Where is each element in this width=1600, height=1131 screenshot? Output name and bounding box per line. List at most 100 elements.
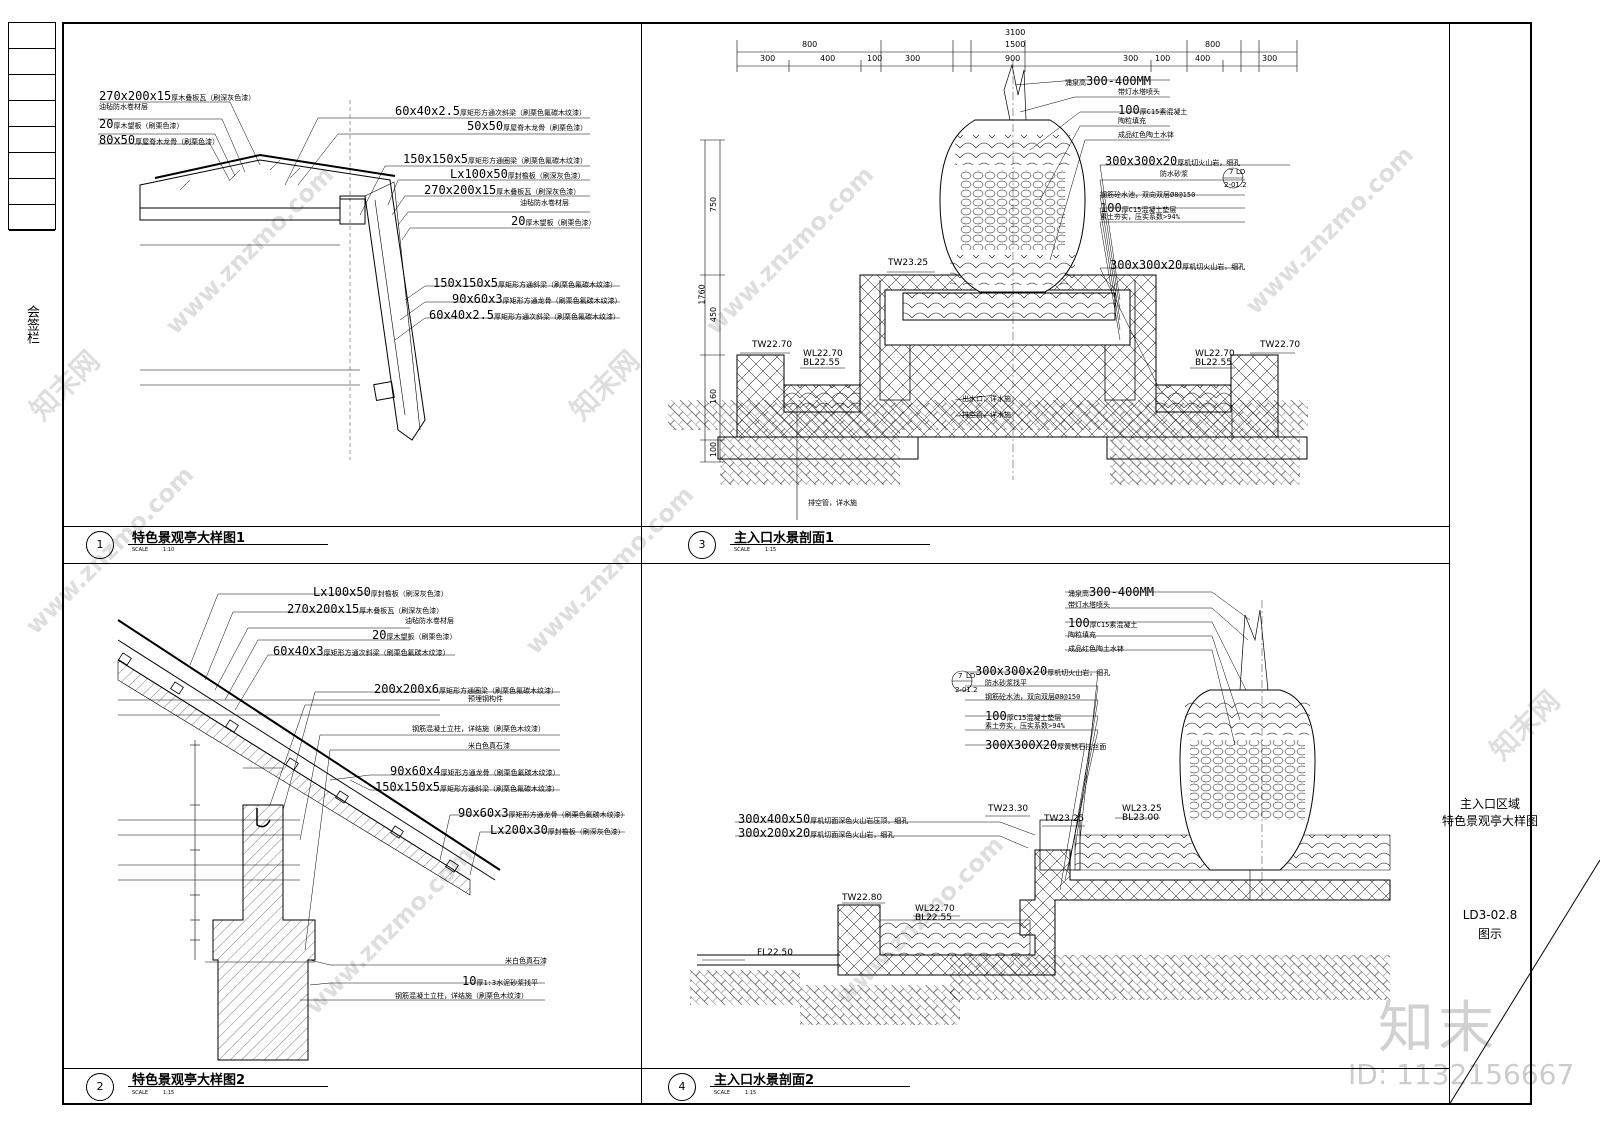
level-mark: TW22.70 <box>752 340 793 350</box>
panel-number: 1 <box>86 531 114 559</box>
annotation: 涌泉高300-400MM <box>1068 585 1155 599</box>
annotation: 80x50厚屋脊木龙骨（刷栗色漆） <box>99 133 220 147</box>
annotation: 100厚C15混凝土垫层 <box>985 709 1062 723</box>
drawing-number: LD3-02.8 <box>1462 908 1518 922</box>
annotation: 300x300x20厚机切火山岩，细孔 <box>1105 154 1241 168</box>
scale-label: SCALE <box>132 1090 149 1096</box>
sidebar-label: 会签栏 <box>24 305 39 344</box>
annotation: 成品红色陶土水钵 <box>1068 645 1124 653</box>
title-underline <box>128 544 328 545</box>
annotation: 钢筋砼水池，双向双层Ø8@150 <box>985 693 1081 701</box>
annotation: 300x300x20厚机切火山岩，细孔 <box>1110 258 1246 272</box>
detail-ref-sheet: 2-01.2 <box>1224 181 1247 189</box>
annotation: 陶粒填充 <box>1118 117 1146 125</box>
annotation: 素土夯实，压实系数>94% <box>1100 213 1180 221</box>
annotation: 150x150x5厚矩形方通圈梁（刷栗色氟碳木纹漆） <box>403 152 588 166</box>
annotation: 涌泉高300-400MM <box>1065 74 1152 88</box>
annotation: 预埋钢构件 <box>468 695 503 703</box>
scale-label: SCALE <box>714 1090 731 1096</box>
annotation: 钢筋混凝土立柱，详结施（刷栗色木纹漆） <box>395 992 528 1000</box>
annotation: 270x200x15厚木叠板瓦（刷深灰色漆） <box>424 183 581 197</box>
level-mark: TW22.80 <box>842 893 883 903</box>
caption-line <box>641 526 1449 527</box>
dim: 750 <box>709 196 719 213</box>
annotation: 200x200x6厚矩形方通圈梁（刷栗色氟碳木纹漆） <box>374 682 559 696</box>
panel-title: 主入口水景剖面2 <box>714 1073 815 1088</box>
level-mark: WL22.70 <box>1195 349 1235 359</box>
annotation: 20厚木望板（刷栗色漆） <box>372 628 457 642</box>
annotation: 10厚1:3水泥砂浆找平 <box>462 974 539 988</box>
annotation: Lx100x50厚封檐板（刷深灰色漆） <box>313 585 448 599</box>
annotation: 60x40x3厚矩形方通次斜梁（刷栗色氟碳木纹漆） <box>273 644 450 658</box>
signature-strip <box>8 22 56 231</box>
detail-ref-code: LD <box>966 672 976 680</box>
panel-divider-horizontal <box>62 563 1449 564</box>
scale-value: 1:15 <box>745 1090 757 1096</box>
annotation: 油毡防水卷材层 <box>405 617 454 625</box>
level-mark: WL23.25 <box>1122 804 1162 814</box>
annotation: Lx100x50厚封檐板（刷深灰色漆） <box>450 167 585 181</box>
panel-number: 3 <box>688 531 716 559</box>
detail-ref-sheet: 2-01.2 <box>955 686 978 694</box>
caption-line <box>62 1068 641 1069</box>
level-mark: FL22.50 <box>757 948 793 958</box>
annotation: 270x200x15厚木叠板瓦（刷深灰色漆） <box>99 89 256 103</box>
level-mark: BL22.55 <box>1195 358 1232 368</box>
dim: 400 <box>1195 54 1211 63</box>
dim: 300 <box>760 54 776 63</box>
annotation: 带灯水塔喷头 <box>1118 88 1160 96</box>
annotation: 100厚C15素混凝土 <box>1118 103 1188 117</box>
annotation: 60x40x2.5厚矩形方通次斜梁（刷栗色氟碳木纹漆） <box>395 104 587 118</box>
note: 排空管，详水施 <box>808 499 857 507</box>
dim: 100 <box>1155 54 1171 63</box>
annotation: 米白色真石漆 <box>468 742 510 750</box>
annotation: 270x200x15厚木叠板瓦（刷深灰色漆） <box>287 602 444 616</box>
annotation: 油毡防水卷材层 <box>520 199 569 207</box>
level-mark: WL22.70 <box>803 349 843 359</box>
detail-ref-num: 7 <box>958 672 963 680</box>
note: 排空管，详水施 <box>962 411 1011 419</box>
annotation: 300x400x50厚机切面深色火山岩压顶，细孔 <box>738 812 909 826</box>
title-block-divider <box>1449 22 1450 1105</box>
annotation: 90x60x3厚矩形方通龙骨（刷栗色氟碳木纹漆） <box>452 292 622 306</box>
panel3-fountain-section <box>668 40 1308 520</box>
scale-value: 1:10 <box>163 547 175 553</box>
annotation: 陶粒填充 <box>1068 631 1096 639</box>
drawing-type: 图示 <box>1477 927 1502 941</box>
title-underline <box>730 544 930 545</box>
panel1-roof-detail <box>139 100 426 460</box>
panel-title: 特色景观亭大样图2 <box>132 1073 246 1088</box>
annotation: 20厚木望板（刷栗色漆） <box>511 214 596 228</box>
title-line-1: 主入口区域 <box>1459 797 1520 811</box>
annotation: 防水砂浆 <box>1160 170 1188 178</box>
panel2-eave-detail <box>117 593 625 1061</box>
dim: 800 <box>1205 40 1221 49</box>
annotation: 防水砂浆找平 <box>985 679 1027 687</box>
level-mark: TW23.25 <box>888 258 929 268</box>
dim: 100 <box>867 54 883 63</box>
annotation: 50x50厚屋脊木龙骨（刷栗色漆） <box>467 119 588 133</box>
annotation: 300x300x20厚机切火山岩，细孔 <box>975 664 1111 678</box>
annotation: 300x200x20厚机切面深色火山岩，细孔 <box>738 826 895 840</box>
dim: 300 <box>1123 54 1139 63</box>
panel4-fountain-section <box>690 591 1391 1025</box>
annotation: 150x150x5厚矩形方通斜梁（刷栗色氟碳木纹漆） <box>375 780 560 794</box>
annotation: 钢筋砼水池，双向双层Ø8@150 <box>1100 191 1196 199</box>
caption-line <box>62 526 641 527</box>
annotation: Lx200x30厚封檐板（刷深灰色漆） <box>490 823 625 837</box>
annotation: 90x60x3厚矩形方通龙骨（刷栗色氟碳木纹漆） <box>458 806 628 820</box>
title-underline <box>710 1086 910 1087</box>
panel-number: 2 <box>86 1073 114 1101</box>
dim: 100 <box>709 441 719 458</box>
dim-mid: 1500 <box>1005 40 1026 49</box>
scale-label: SCALE <box>734 547 751 553</box>
level-mark: TW23.25 <box>1044 814 1085 824</box>
detail-ref-code: LD <box>1236 168 1246 176</box>
level-mark: BL22.55 <box>803 358 840 368</box>
level-mark: TW22.70 <box>1260 340 1301 350</box>
annotation: 60x40x2.5厚矩形方通次斜梁（刷栗色氟碳木纹漆） <box>429 308 621 322</box>
logo-watermark: 知末 <box>1378 996 1498 1061</box>
dim: 900 <box>1005 54 1021 63</box>
dim: 400 <box>820 54 836 63</box>
